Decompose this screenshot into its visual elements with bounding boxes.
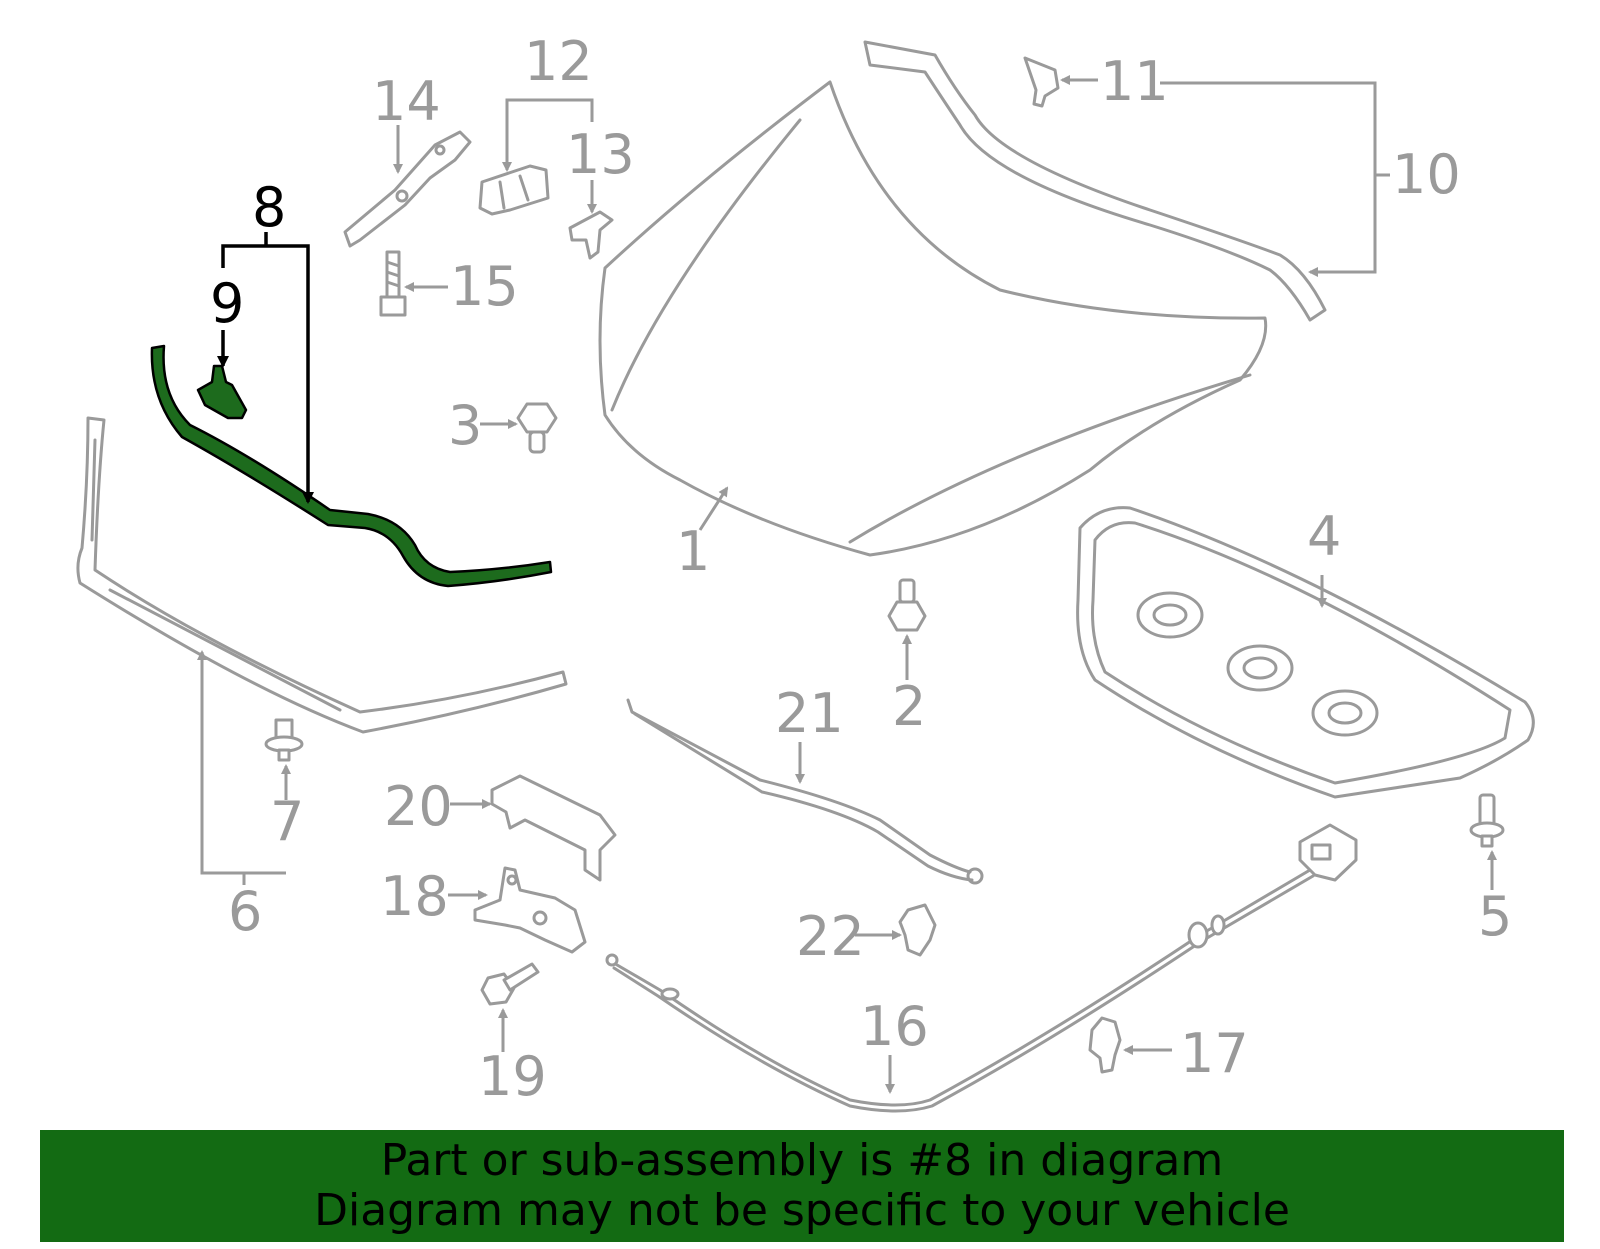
highlighted-part-9-clip: [196, 364, 248, 420]
callout-11: 11: [1100, 50, 1169, 113]
bolt-19: [480, 962, 540, 1006]
callout-2: 2: [892, 675, 926, 738]
bolt-2: [887, 578, 927, 632]
bolt-15: [379, 250, 407, 317]
callout-18: 18: [380, 865, 449, 928]
hood-insulator: [1076, 506, 1535, 799]
callout-16: 16: [860, 995, 929, 1058]
callout-22: 22: [796, 905, 865, 968]
highlighted-part-8-seal: [150, 344, 553, 588]
bracket-12: [478, 164, 550, 216]
bumper-stop-3: [516, 402, 558, 454]
callout-7: 7: [270, 790, 304, 853]
callout-15: 15: [450, 255, 519, 318]
clip-22: [898, 903, 937, 957]
callout-19: 19: [478, 1045, 547, 1108]
hood-seal: [863, 40, 1327, 322]
clip-17: [1088, 1016, 1122, 1074]
callout-9: 9: [210, 272, 244, 335]
support-rod: [626, 698, 984, 885]
rod-bracket: [490, 774, 617, 882]
hood-latch: [473, 866, 587, 954]
callout-12: 12: [524, 30, 593, 93]
release-cable: [605, 823, 1358, 1113]
callout-21: 21: [775, 682, 844, 745]
callout-14: 14: [372, 70, 441, 133]
clip-13: [568, 210, 614, 260]
hood-hinge: [343, 130, 472, 248]
callout-5: 5: [1478, 885, 1512, 948]
callout-4: 4: [1307, 505, 1341, 568]
callout-6: 6: [228, 880, 262, 943]
banner-line-2: Diagram may not be specific to your vehi…: [314, 1185, 1290, 1236]
seal-clip: [1023, 56, 1060, 108]
callout-17: 17: [1180, 1022, 1249, 1085]
clip-5: [1469, 793, 1505, 848]
front-trim-strip: [76, 416, 568, 734]
callout-1: 1: [676, 520, 710, 583]
disclaimer-banner: Part or sub-assembly is #8 in diagram Di…: [40, 1130, 1564, 1242]
callout-8: 8: [252, 176, 286, 239]
callout-20: 20: [384, 775, 453, 838]
callout-13: 13: [566, 123, 635, 186]
callout-3: 3: [448, 394, 482, 457]
banner-line-1: Part or sub-assembly is #8 in diagram: [380, 1135, 1224, 1186]
clip-7: [264, 718, 304, 762]
callout-10: 10: [1392, 143, 1461, 206]
hood-panel: [598, 80, 1268, 557]
